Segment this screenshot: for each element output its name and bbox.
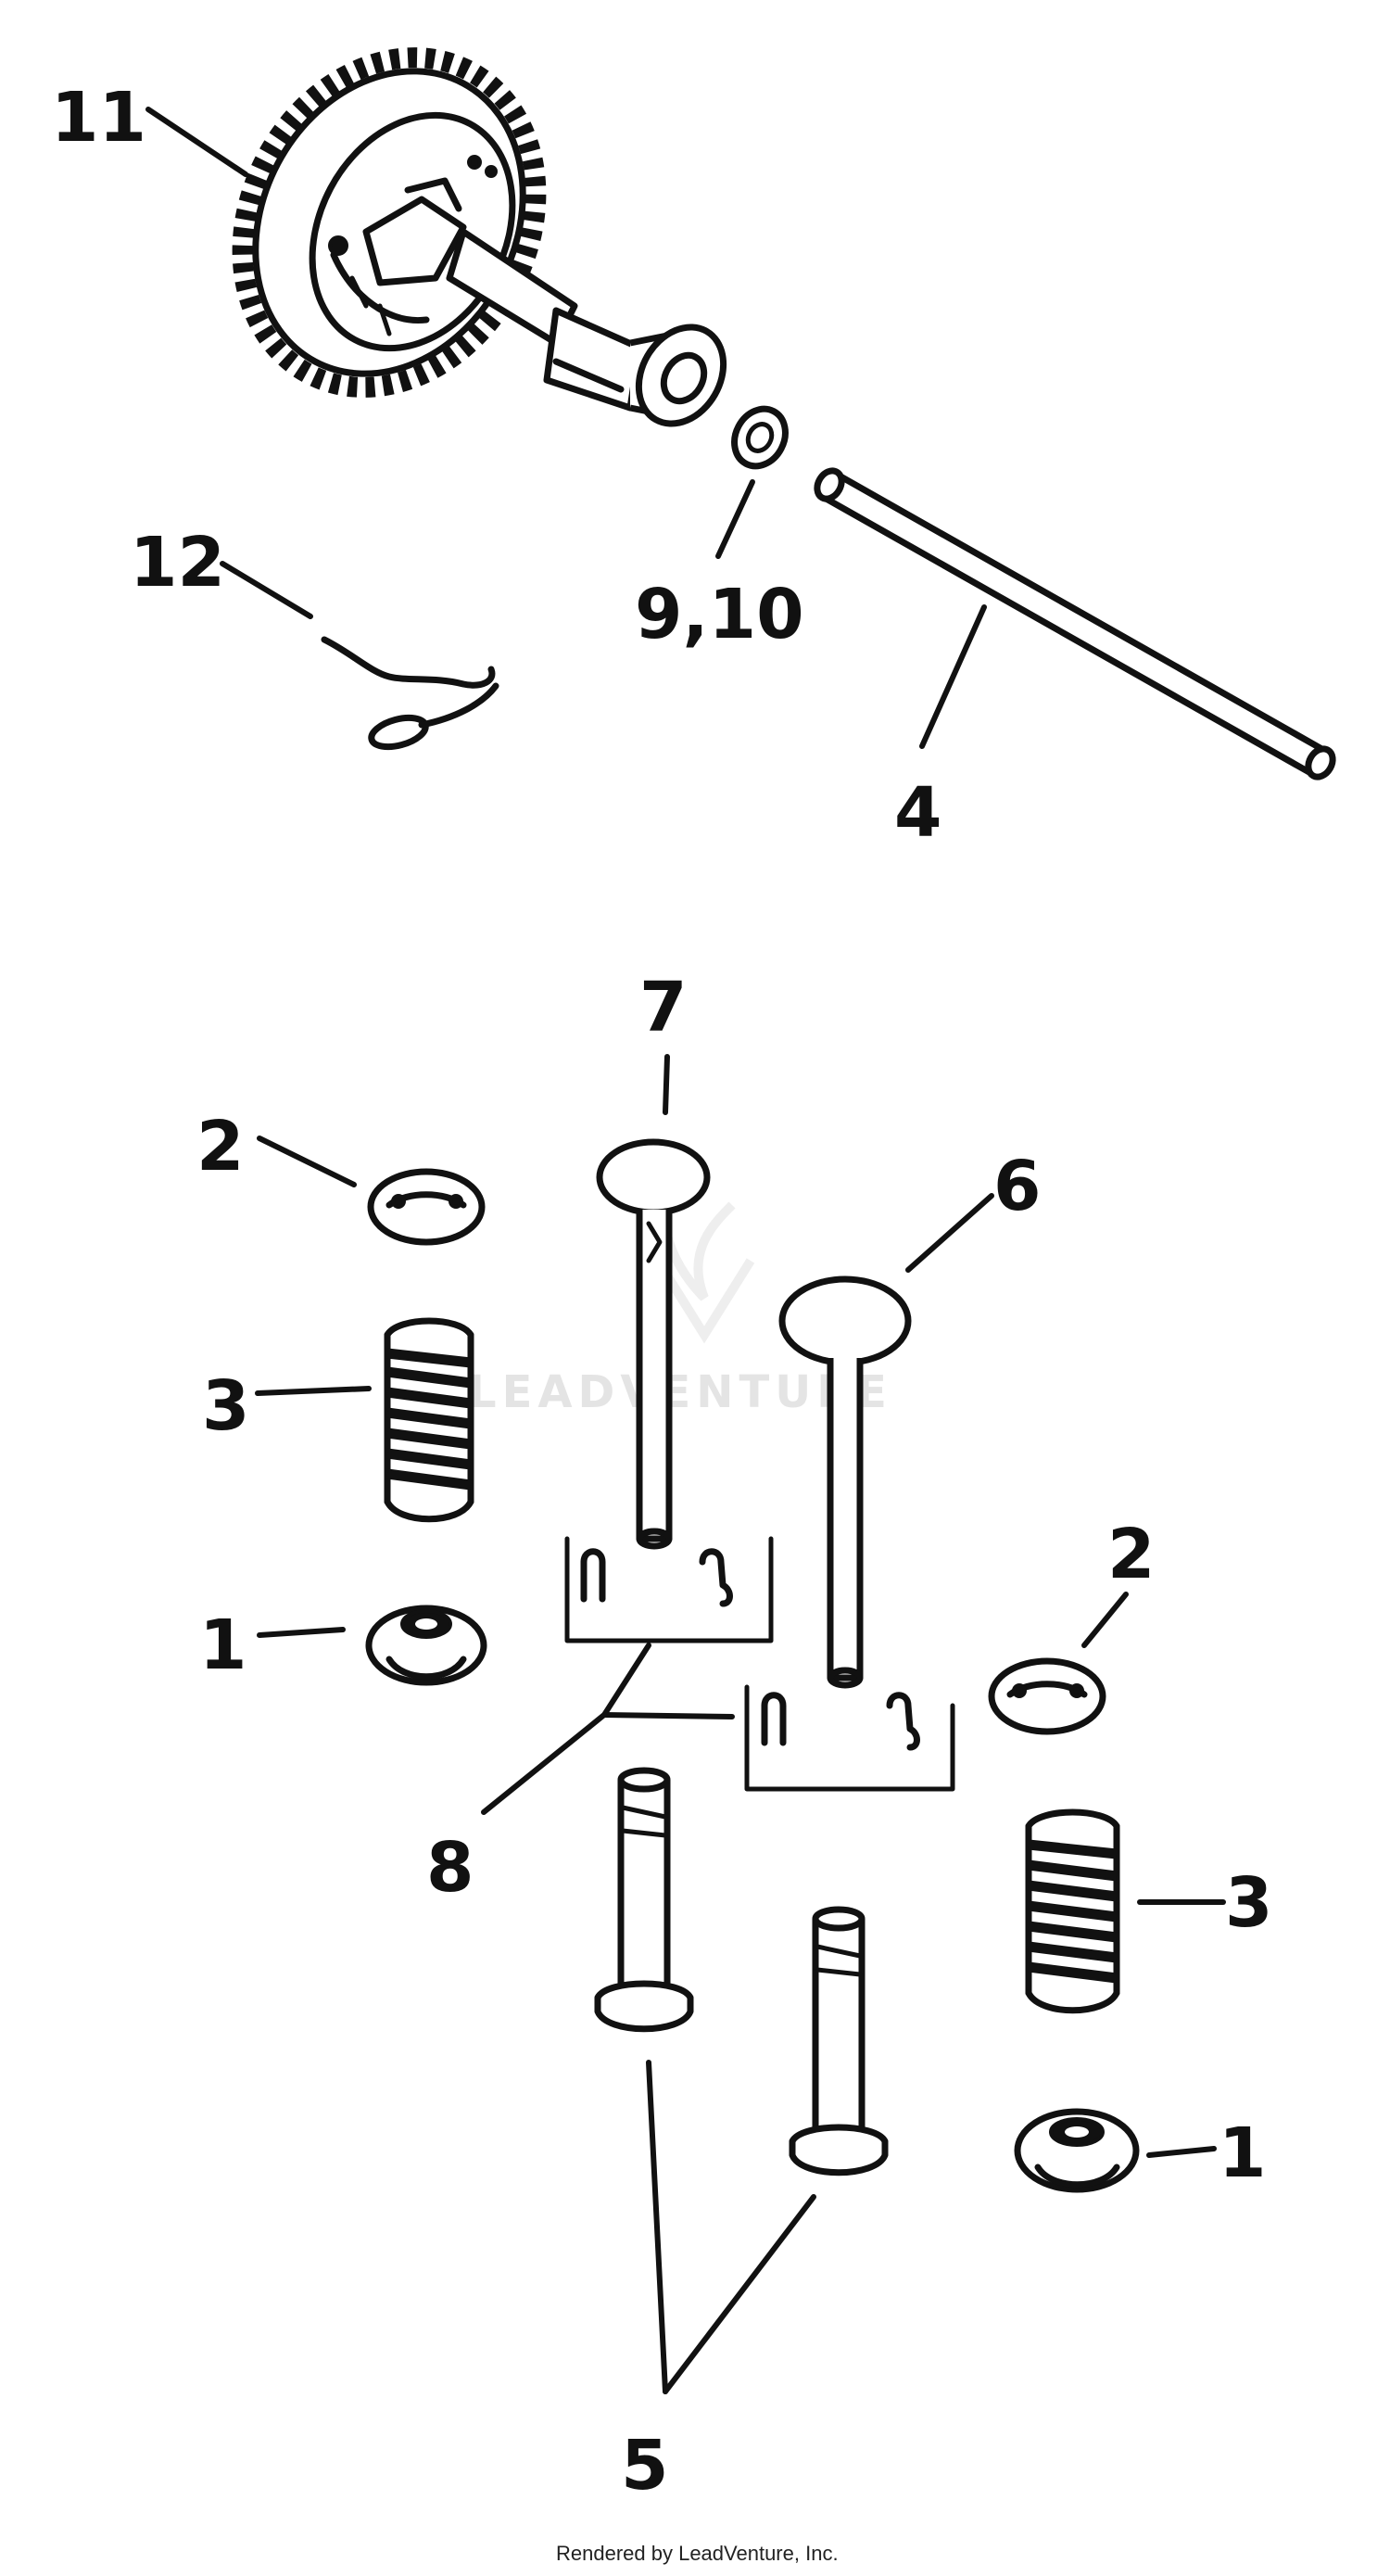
cap-right-part xyxy=(1014,2108,1140,2193)
valve-keeper-card-right xyxy=(744,1684,955,1792)
spring-right-part xyxy=(1025,1808,1120,2014)
watermark-text: LEADVENTURE xyxy=(468,1366,892,1418)
retainer-right-part xyxy=(988,1657,1106,1735)
shim-washer-part xyxy=(731,405,789,470)
tappet-right-part xyxy=(789,1906,889,2176)
callout-3-right: 3 xyxy=(1225,1863,1273,1943)
callout-11: 11 xyxy=(51,78,146,158)
cap-left-part xyxy=(365,1605,487,1686)
cam-pin-part xyxy=(814,467,1336,780)
valve-keeper-card-left xyxy=(564,1536,774,1643)
camshaft-gear-part xyxy=(232,47,727,427)
callout-9-10: 9,10 xyxy=(635,575,804,654)
spring-clip-part xyxy=(321,636,499,751)
exhaust-valve-part xyxy=(596,1138,711,1550)
intake-valve-part xyxy=(778,1275,912,1689)
callout-2-left: 2 xyxy=(196,1107,245,1186)
callout-7: 7 xyxy=(639,968,688,1047)
callout-8: 8 xyxy=(426,1828,474,1908)
spring-left-part xyxy=(384,1317,474,1523)
callout-1-left: 1 xyxy=(199,1605,247,1685)
callout-6: 6 xyxy=(993,1147,1042,1226)
callout-5: 5 xyxy=(621,2426,669,2506)
footer-credit: Rendered by LeadVenture, Inc. xyxy=(556,2542,839,2565)
leader-lines xyxy=(145,107,1226,2394)
callout-1-right: 1 xyxy=(1219,2113,1267,2193)
callout-3-left: 3 xyxy=(202,1366,250,1446)
callout-4: 4 xyxy=(894,773,942,853)
retainer-left-part xyxy=(367,1168,486,1246)
tappet-left-part xyxy=(594,1767,694,2033)
callout-12: 12 xyxy=(130,523,225,603)
callout-2-right: 2 xyxy=(1107,1515,1156,1594)
